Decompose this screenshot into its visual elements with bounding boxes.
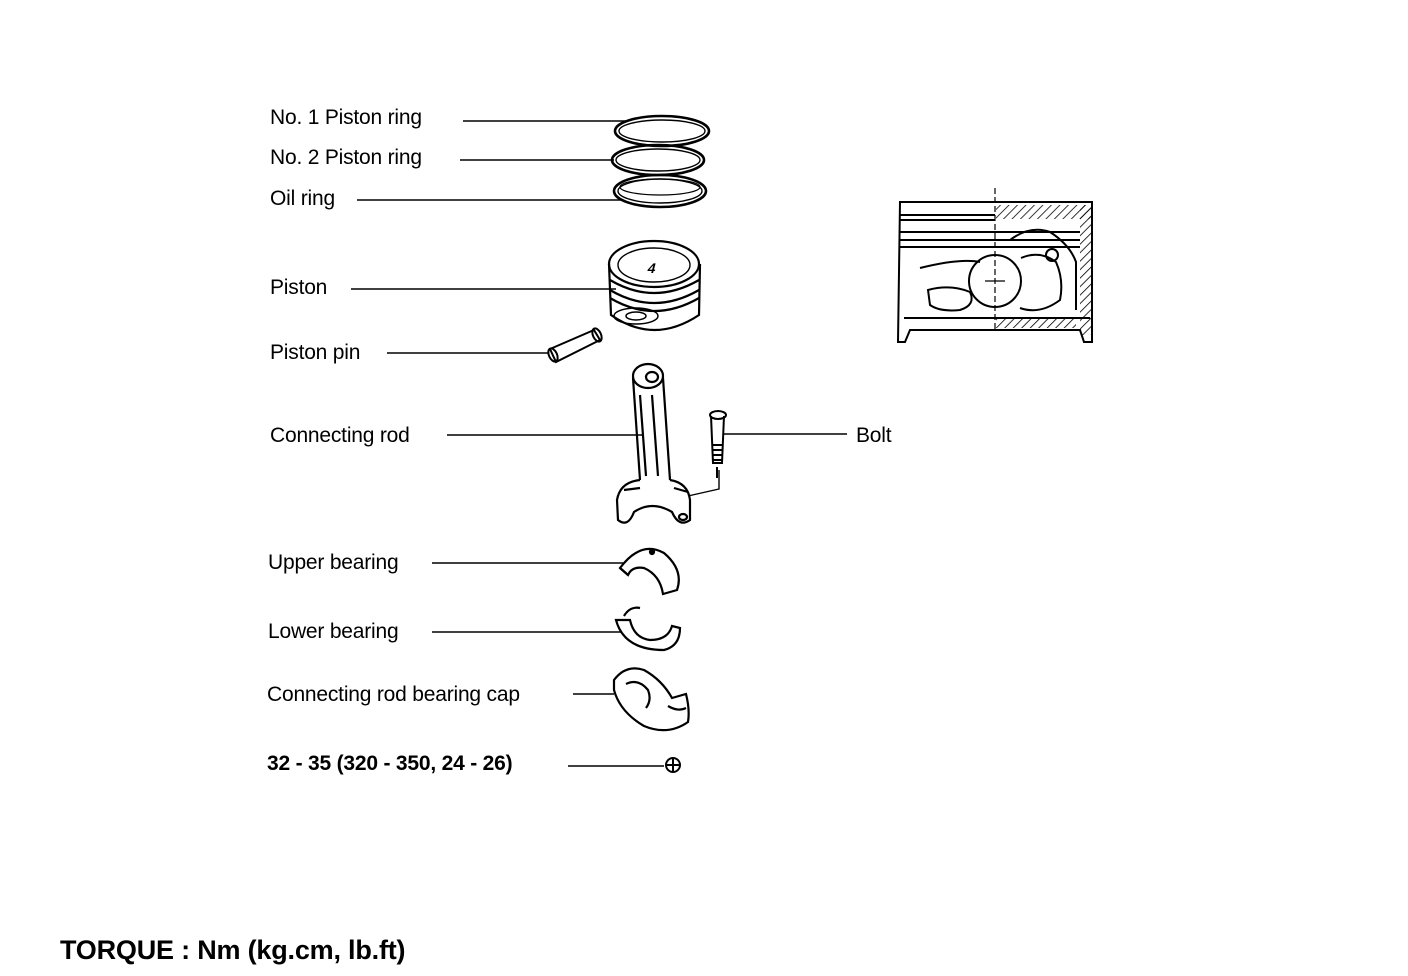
label-connecting-rod: Connecting rod [270,424,410,447]
label-bearing-cap: Connecting rod bearing cap [267,683,520,706]
label-no2-piston-ring: No. 2 Piston ring [270,146,422,169]
torque-symbol-icon [666,758,680,772]
piston-cross-section-icon [898,188,1092,342]
label-lower-bearing: Lower bearing [268,620,399,643]
label-bolt: Bolt [856,424,892,447]
piston-rings-icon [612,116,709,207]
label-torque-spec: 32 - 35 (320 - 350, 24 - 26) [267,752,513,775]
piston-icon [609,241,700,330]
torque-units-note: TORQUE : Nm (kg.cm, lb.ft) [60,935,406,965]
leader-lines [351,121,847,766]
bearing-cap-icon [614,668,689,730]
label-oil-ring: Oil ring [270,187,335,210]
connecting-rod-icon [617,364,690,523]
label-upper-bearing: Upper bearing [268,551,399,574]
label-piston: Piston [270,276,328,299]
piston-pin-icon [546,327,603,363]
bolt-icon [688,411,726,496]
label-piston-pin: Piston pin [270,341,361,364]
lower-bearing-icon [616,608,680,650]
label-no1-piston-ring: No. 1 Piston ring [270,106,422,129]
upper-bearing-icon [620,549,679,594]
